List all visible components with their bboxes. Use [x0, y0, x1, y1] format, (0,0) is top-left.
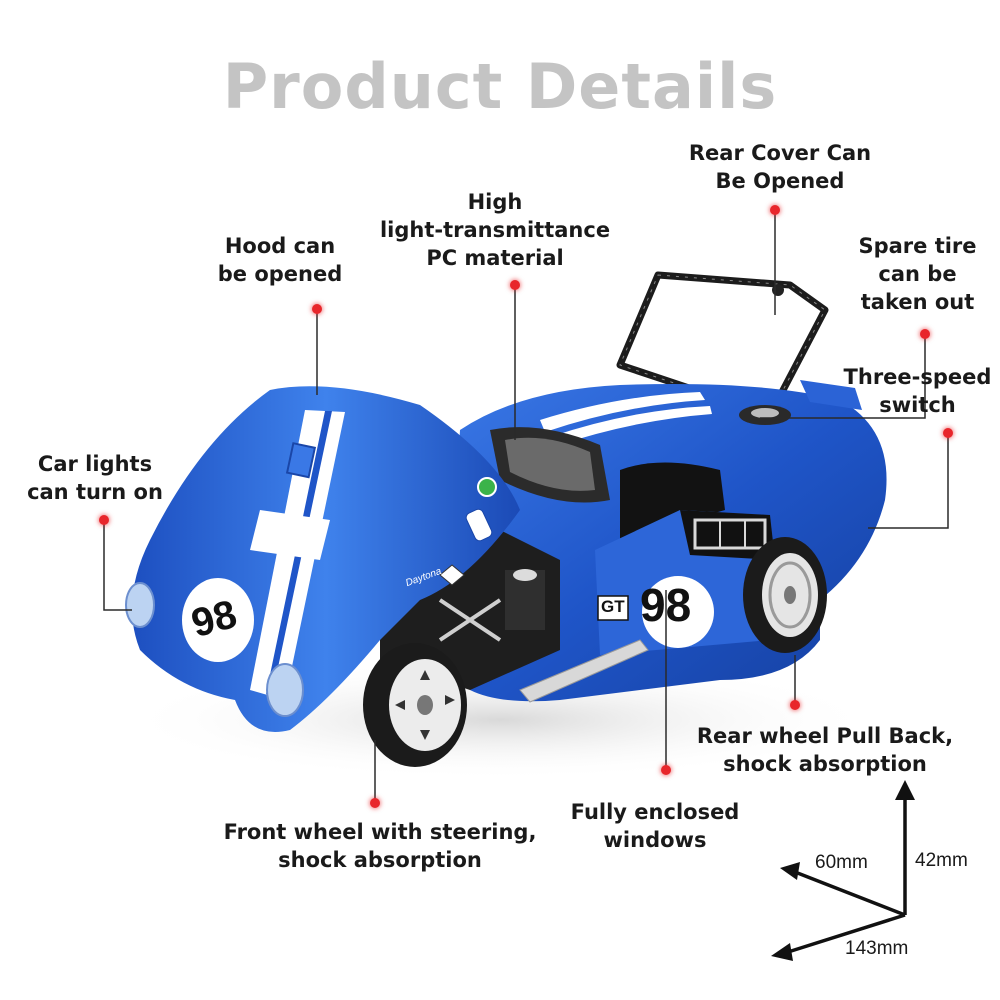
door-number: 98 — [640, 579, 692, 631]
dimension-axes — [771, 780, 915, 961]
dot-spare-tire — [920, 329, 930, 339]
gt-badge: GT — [601, 597, 625, 616]
dot-windows — [661, 765, 671, 775]
page-title: Product Details — [222, 50, 778, 123]
callout-car-lights: Car lights can turn on — [27, 452, 163, 504]
dot-car-lights — [99, 515, 109, 525]
callout-windows: Fully enclosed windows — [570, 800, 740, 852]
callout-pc-material: High light-transmittance PC material — [379, 190, 611, 270]
hood-roundel — [182, 578, 254, 662]
dim-height: 42mm — [915, 850, 968, 871]
dot-rear-cover — [770, 205, 780, 215]
rear-cover-frame — [616, 271, 829, 419]
callout-spare-tire: Spare tire can be taken out — [858, 234, 977, 314]
front-wheel — [363, 643, 467, 767]
rear-wheel — [743, 537, 827, 653]
left-headlight — [125, 582, 155, 628]
dot-pc-material — [510, 280, 520, 290]
callout-rear-wheel: Rear wheel Pull Back, shock absorption — [696, 724, 954, 776]
door-roundel — [642, 576, 714, 648]
dot-front-wheel — [370, 798, 380, 808]
callout-rear-cover: Rear Cover Can Be Opened — [688, 141, 872, 193]
right-headlight — [266, 663, 304, 717]
dot-hood — [312, 304, 322, 314]
leader-lines — [103, 210, 949, 800]
dot-rear-wheel — [790, 700, 800, 710]
callout-front-wheel: Front wheel with steering, shock absorpt… — [223, 820, 537, 872]
callout-three-speed: Three-speed switch — [843, 365, 992, 417]
dot-three-speed — [943, 428, 953, 438]
dim-length: 143mm — [845, 938, 909, 959]
callout-hood: Hood can be opened — [217, 234, 343, 286]
dim-width: 60mm — [815, 852, 868, 873]
side-window — [620, 462, 725, 540]
